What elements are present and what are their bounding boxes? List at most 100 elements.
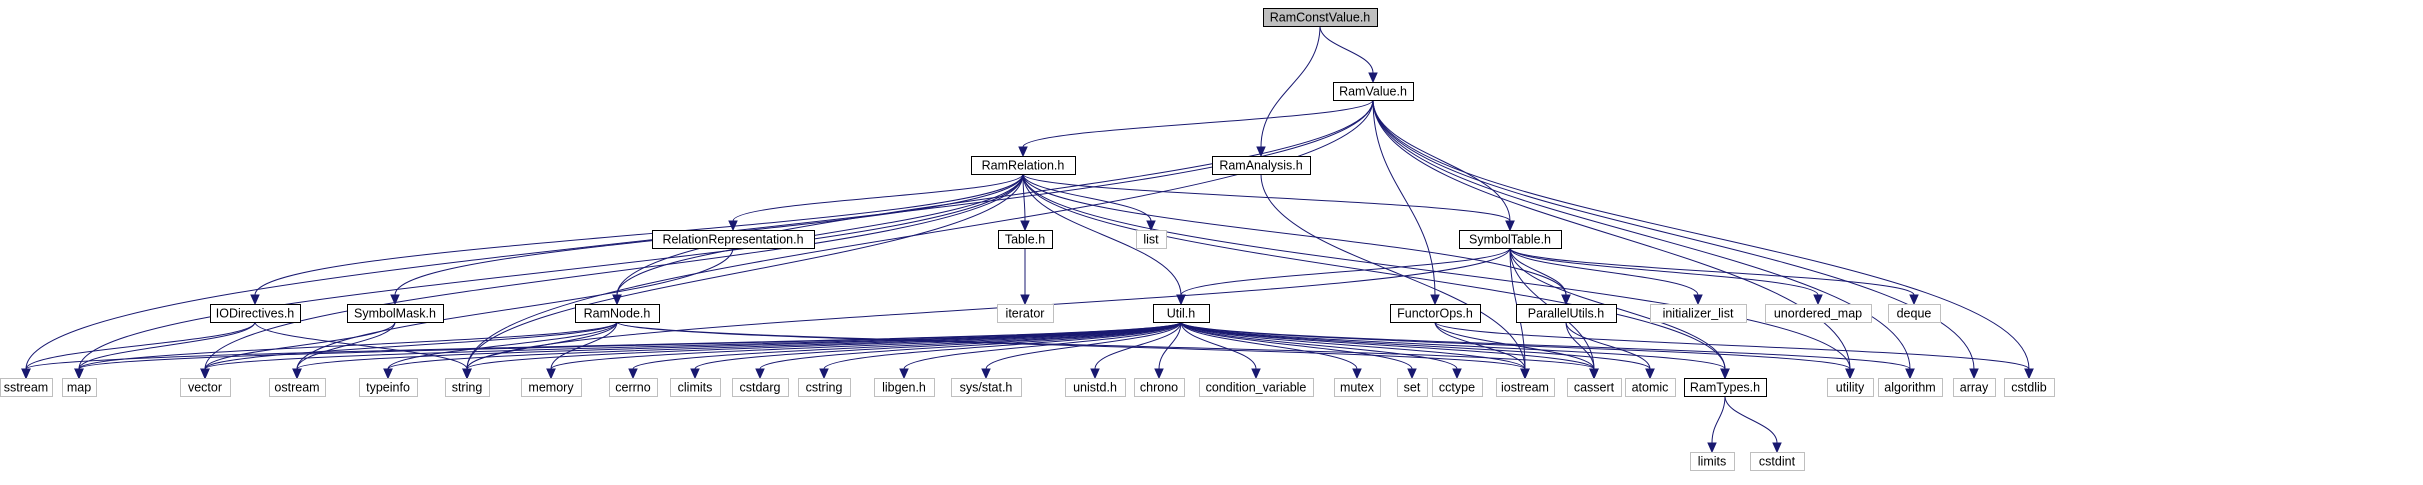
node-label: memory bbox=[528, 381, 574, 395]
node-label: chrono bbox=[1140, 381, 1178, 395]
edge-IODirectives_h-to-map bbox=[78, 321, 256, 370]
node-label: climits bbox=[678, 381, 713, 395]
arrowhead-Util_h-to-condition_variable bbox=[1251, 368, 1261, 380]
arrowhead-RamConstValue_h-to-RamAnalysis_h bbox=[1256, 146, 1266, 158]
node-box bbox=[1432, 378, 1483, 397]
arrowhead-Util_h-to-sys_stat_h bbox=[981, 368, 991, 380]
node-label: RamConstValue.h bbox=[1270, 11, 1371, 25]
edge-RelationRepresentation_h-to-ostream bbox=[296, 247, 734, 370]
node-box bbox=[1459, 230, 1562, 249]
node-box bbox=[1263, 8, 1378, 27]
node-label: RelationRepresentation.h bbox=[662, 233, 803, 247]
edge-RamNode_h-to-map bbox=[78, 321, 618, 370]
node-memory: memory bbox=[521, 378, 582, 397]
edge-RamRelation_h-to-RamTypes_h bbox=[1022, 173, 1726, 370]
arrowhead-SymbolTable_h-to-unordered_map bbox=[1813, 294, 1823, 306]
node-RamNode-h[interactable]: RamNode.h bbox=[575, 304, 660, 323]
edge-Util_h-to-climits bbox=[694, 321, 1182, 370]
arrowhead-Util_h-to-utility bbox=[1845, 368, 1855, 380]
node-box bbox=[670, 378, 721, 397]
node-box bbox=[575, 304, 660, 323]
edge-Util_h-to-mutex bbox=[1180, 321, 1358, 370]
arrowhead-Util_h-to-cerrno bbox=[628, 368, 638, 380]
arrowhead-RamRelation_h-to-RamNode_h bbox=[612, 294, 622, 306]
node-label: RamRelation.h bbox=[982, 159, 1065, 173]
node-SymbolTable-h[interactable]: SymbolTable.h bbox=[1459, 230, 1562, 249]
node-label: RamNode.h bbox=[584, 307, 651, 321]
node-cstdint: cstdint bbox=[1750, 452, 1805, 471]
node-box bbox=[1888, 304, 1941, 323]
edge-RamRelation_h-to-RelationRepresentation_h bbox=[732, 173, 1024, 222]
node-label: cstdlib bbox=[2011, 381, 2046, 395]
node-Table-h[interactable]: Table.h bbox=[998, 230, 1053, 249]
graph-nodes: RamConstValue.hRamValue.hRamAnalysis.hRa… bbox=[0, 8, 2055, 471]
node-ParallelUtils-h[interactable]: ParallelUtils.h bbox=[1516, 304, 1617, 323]
node-label: list bbox=[1143, 233, 1159, 247]
edge-RamConstValue_h-to-RamValue_h bbox=[1319, 25, 1374, 74]
graph-edges bbox=[21, 25, 2034, 454]
edge-RamValue_h-to-FunctorOps_h bbox=[1372, 99, 1436, 296]
edge-Util_h-to-condition_variable bbox=[1180, 321, 1257, 370]
edge-Util_h-to-set bbox=[1180, 321, 1413, 370]
node-label: algorithm bbox=[1884, 381, 1935, 395]
node-Util-h[interactable]: Util.h bbox=[1153, 304, 1210, 323]
node-label: array bbox=[1960, 381, 1989, 395]
node-label: RamValue.h bbox=[1339, 85, 1407, 99]
node-list: list bbox=[1136, 230, 1167, 249]
arrowhead-Util_h-to-string bbox=[462, 368, 472, 380]
node-limits: limits bbox=[1690, 452, 1735, 471]
node-RelationRepresentation-h[interactable]: RelationRepresentation.h bbox=[652, 230, 815, 249]
node-atomic: atomic bbox=[1625, 378, 1676, 397]
node-RamRelation-h[interactable]: RamRelation.h bbox=[971, 156, 1076, 175]
arrowhead-RamRelation_h-to-SymbolMask_h bbox=[390, 294, 400, 306]
node-FunctorOps-h[interactable]: FunctorOps.h bbox=[1390, 304, 1481, 323]
arrowhead-ParallelUtils_h-to-atomic bbox=[1645, 368, 1655, 380]
node-label: cstdint bbox=[1759, 455, 1796, 469]
node-label: map bbox=[67, 381, 91, 395]
node-box bbox=[997, 304, 1054, 323]
edge-Util_h-to-libgen_h bbox=[903, 321, 1182, 370]
node-label: set bbox=[1404, 381, 1421, 395]
node-box bbox=[1136, 230, 1167, 249]
edge-RamNode_h-to-cassert bbox=[616, 321, 1595, 370]
node-cstdlib: cstdlib bbox=[2004, 378, 2055, 397]
node-RamValue-h[interactable]: RamValue.h bbox=[1333, 82, 1414, 101]
edge-FunctorOps_h-to-iostream bbox=[1434, 321, 1526, 370]
node-deque: deque bbox=[1888, 304, 1941, 323]
node-SymbolMask-h[interactable]: SymbolMask.h bbox=[347, 304, 444, 323]
node-iostream: iostream bbox=[1496, 378, 1555, 397]
node-RamTypes-h[interactable]: RamTypes.h bbox=[1684, 378, 1767, 397]
node-box bbox=[1199, 378, 1314, 397]
node-box bbox=[210, 304, 301, 323]
node-label: FunctorOps.h bbox=[1397, 307, 1473, 321]
node-label: string bbox=[452, 381, 483, 395]
node-RamConstValue-h[interactable]: RamConstValue.h bbox=[1263, 8, 1378, 27]
edge-RamConstValue_h-to-RamAnalysis_h bbox=[1260, 25, 1321, 148]
node-IODirectives-h[interactable]: IODirectives.h bbox=[210, 304, 301, 323]
arrowhead-Util_h-to-cstdarg bbox=[755, 368, 765, 380]
arrowhead-Util_h-to-chrono bbox=[1154, 368, 1164, 380]
arrowhead-RamRelation_h-to-Table_h bbox=[1020, 220, 1030, 232]
node-label: deque bbox=[1897, 307, 1932, 321]
node-cctype: cctype bbox=[1432, 378, 1483, 397]
node-box bbox=[269, 378, 326, 397]
edge-Util_h-to-cerrno bbox=[632, 321, 1182, 370]
node-box bbox=[652, 230, 815, 249]
arrowhead-SymbolTable_h-to-ParallelUtils_h bbox=[1561, 294, 1571, 306]
node-iterator: iterator bbox=[997, 304, 1054, 323]
node-condition-variable: condition_variable bbox=[1199, 378, 1314, 397]
node-label: limits bbox=[1698, 455, 1726, 469]
arrowhead-Util_h-to-memory bbox=[546, 368, 556, 380]
arrowhead-Util_h-to-mutex bbox=[1352, 368, 1362, 380]
edge-RamRelation_h-to-vector bbox=[204, 173, 1024, 370]
arrowhead-FunctorOps_h-to-iostream bbox=[1520, 368, 1530, 380]
node-box bbox=[1390, 304, 1481, 323]
edge-SymbolTable_h-to-deque bbox=[1509, 247, 1915, 296]
node-label: SymbolMask.h bbox=[354, 307, 436, 321]
node-label: SymbolTable.h bbox=[1469, 233, 1551, 247]
node-box bbox=[1750, 452, 1805, 471]
node-box bbox=[1134, 378, 1185, 397]
node-box bbox=[609, 378, 658, 397]
node-RamAnalysis-h[interactable]: RamAnalysis.h bbox=[1212, 156, 1311, 175]
node-cerrno: cerrno bbox=[609, 378, 658, 397]
